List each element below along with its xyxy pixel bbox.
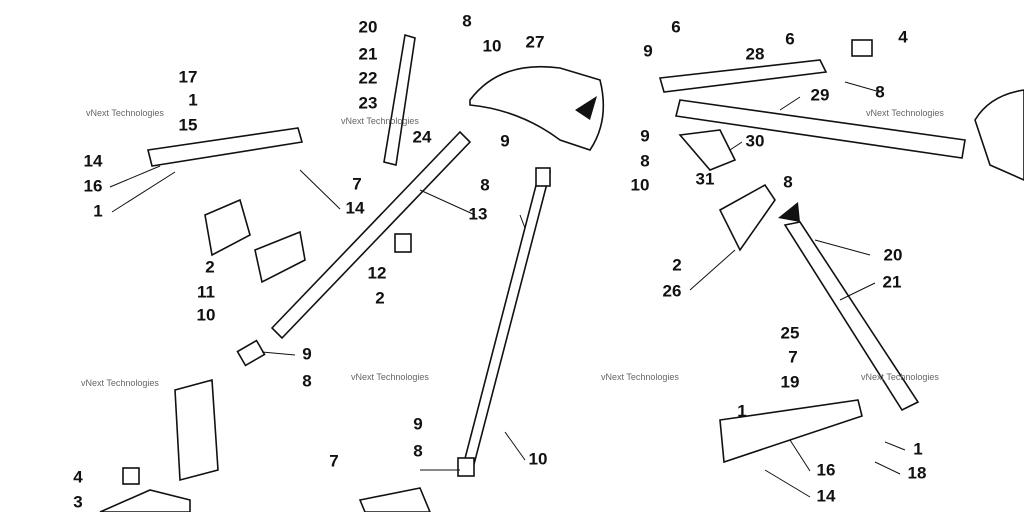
callout-10: 10 xyxy=(529,449,548,468)
callout-8: 8 xyxy=(302,371,311,390)
callout-7: 7 xyxy=(788,347,797,366)
left-bar-16 xyxy=(147,127,304,167)
tube-29 xyxy=(675,99,966,159)
watermark: vNext Technologies xyxy=(81,378,159,388)
callout-18: 18 xyxy=(908,463,927,482)
callout-2: 2 xyxy=(672,255,681,274)
steering-head-27 xyxy=(469,65,605,151)
callout-17: 17 xyxy=(179,67,198,86)
callout-16: 16 xyxy=(84,176,103,195)
lower-bar-3 xyxy=(99,489,191,512)
module-plate xyxy=(204,198,251,257)
callout-13: 13 xyxy=(469,204,488,223)
callout-1: 1 xyxy=(913,439,922,458)
callout-7: 7 xyxy=(329,451,338,470)
callout-3: 3 xyxy=(73,492,82,511)
right-strut-21 xyxy=(783,221,920,412)
part-drawings xyxy=(99,33,1024,512)
callout-31: 31 xyxy=(696,169,715,188)
watermark: vNext Technologies xyxy=(86,108,164,118)
callout-27: 27 xyxy=(526,32,545,51)
watermarks: vNext Technologies vNext Technologies vNex… xyxy=(81,108,944,388)
callout-9: 9 xyxy=(643,41,652,60)
bracket-30 xyxy=(678,129,737,171)
callout-16: 16 xyxy=(817,460,836,479)
callout-10: 10 xyxy=(631,175,650,194)
callout-1: 1 xyxy=(93,201,102,220)
arrow-marker xyxy=(575,96,597,120)
callout-12: 12 xyxy=(368,263,387,282)
watermark: vNext Technologies xyxy=(341,116,419,126)
clamp-12 xyxy=(394,233,412,253)
right-bar-16 xyxy=(719,399,863,464)
right-edge-part xyxy=(974,89,1024,181)
callout-14: 14 xyxy=(84,151,103,170)
upper-strut-21 xyxy=(383,33,416,166)
callout-28: 28 xyxy=(746,44,765,63)
bracket-11 xyxy=(254,230,306,284)
callout-21: 21 xyxy=(359,44,378,63)
leader-lines xyxy=(109,81,906,498)
callout-2: 2 xyxy=(375,288,384,307)
callout-10: 10 xyxy=(197,305,216,324)
callout-11: 11 xyxy=(197,282,215,301)
callout-26: 26 xyxy=(663,281,682,300)
callout-21: 21 xyxy=(883,272,902,291)
callout-29: 29 xyxy=(811,85,830,104)
callout-9: 9 xyxy=(413,414,422,433)
callout-9: 9 xyxy=(302,344,311,363)
watermark: vNext Technologies xyxy=(861,372,939,382)
callout-8: 8 xyxy=(875,82,884,101)
callout-9: 9 xyxy=(500,131,509,150)
callout-8: 8 xyxy=(413,441,422,460)
lower-center-bracket xyxy=(358,487,431,512)
clamp-4b xyxy=(122,467,140,485)
callout-4: 4 xyxy=(898,27,908,46)
callout-8: 8 xyxy=(462,11,471,30)
callout-14: 14 xyxy=(817,486,836,505)
callout-14: 14 xyxy=(346,198,365,217)
callout-20: 20 xyxy=(884,245,903,264)
callout-9: 9 xyxy=(640,126,649,145)
callout-15: 15 xyxy=(179,115,198,134)
watermark: vNext Technologies xyxy=(601,372,679,382)
callout-8: 8 xyxy=(640,151,649,170)
callout-7: 7 xyxy=(352,174,361,193)
callout-6: 6 xyxy=(785,29,794,48)
gusset-26 xyxy=(718,183,776,252)
callout-10: 10 xyxy=(483,36,502,55)
callout-24: 24 xyxy=(413,127,432,146)
clamp-9b xyxy=(457,457,475,477)
callout-1: 1 xyxy=(737,401,746,420)
callout-23: 23 xyxy=(359,93,378,112)
callout-8: 8 xyxy=(480,175,489,194)
callout-8: 8 xyxy=(783,172,792,191)
watermark: vNext Technologies xyxy=(866,108,944,118)
callout-4: 4 xyxy=(73,467,83,486)
main-tube-13 xyxy=(270,130,472,340)
clamp-4 xyxy=(851,39,873,57)
arrow-marker xyxy=(778,202,800,222)
callout-2: 2 xyxy=(205,257,214,276)
callout-25: 25 xyxy=(781,323,800,342)
clamp-9 xyxy=(236,339,266,367)
tube-28 xyxy=(658,59,828,93)
lower-left-bracket xyxy=(174,378,219,482)
clamp-9c xyxy=(535,167,551,187)
callout-30: 30 xyxy=(746,131,765,150)
callout-20: 20 xyxy=(359,17,378,36)
callout-19: 19 xyxy=(781,372,800,391)
watermark: vNext Technologies xyxy=(351,372,429,382)
callout-6: 6 xyxy=(671,17,680,36)
callout-22: 22 xyxy=(359,68,378,87)
callout-1: 1 xyxy=(188,90,197,109)
